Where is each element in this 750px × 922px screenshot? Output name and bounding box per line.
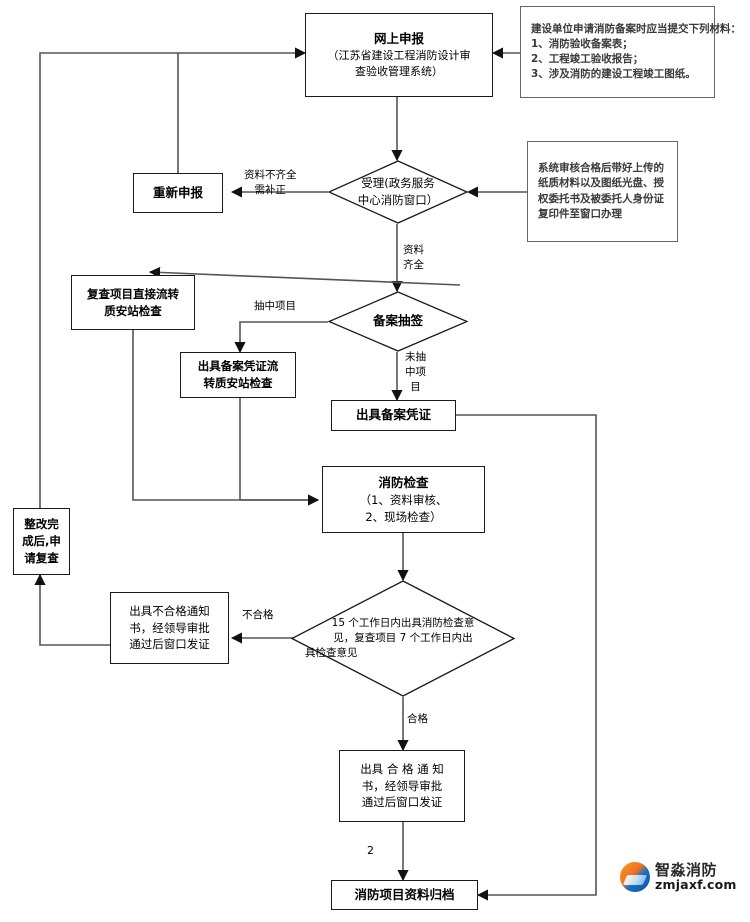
node-inspection-deadline-decision[interactable]: 15 个工作日内出具消防检查意 见，复查项目 7 个工作日内出 具检查意见 bbox=[291, 580, 515, 697]
step-number-two: 2 bbox=[367, 844, 374, 857]
node-issue-record-certificate[interactable]: 出具备案凭证 bbox=[331, 400, 456, 431]
fail-label: 不合格 bbox=[242, 609, 274, 621]
note-materials-line-0: 建设单位申请消防备案时应当提交下列材料： bbox=[531, 22, 741, 35]
deadline-line2: 见，复查项目 7 个工作日内出 bbox=[333, 631, 473, 644]
incomplete-line2: 需补正 bbox=[254, 184, 287, 197]
node-record-lottery[interactable]: 备案抽签 bbox=[328, 291, 468, 352]
issue-cert-transfer-line1: 出具备案凭证流 bbox=[197, 359, 279, 374]
pass-notice-line2: 书，经领导审批 bbox=[361, 778, 443, 793]
edge-label-step-number: 2 bbox=[367, 843, 374, 859]
node-recheck-direct-transfer[interactable]: 复查项目直接流转 质安站检查 bbox=[71, 275, 195, 330]
selected-label: 抽中项目 bbox=[254, 300, 296, 312]
edge-label-materials-complete: 资料 齐全 bbox=[403, 243, 424, 273]
lottery-label: 备案抽签 bbox=[372, 313, 423, 329]
node-online-application[interactable]: 网上申报 （江苏省建设工程消防设计审 查验收管理系统） bbox=[305, 13, 493, 97]
not-selected-line1: 未抽 bbox=[405, 351, 426, 363]
note-window-line-1: 纸质材料以及图纸光盘、授 bbox=[538, 177, 664, 190]
edge-label-fail: 不合格 bbox=[242, 608, 274, 623]
node-acceptance[interactable]: 受理(政务服务 中心消防窗口） bbox=[328, 160, 468, 224]
node-fail-notice[interactable]: 出具不合格通知 书，经领导审批 通过后窗口发证 bbox=[110, 592, 229, 664]
online-application-line2: （江苏省建设工程消防设计审 bbox=[327, 49, 471, 63]
lottery-diamond-shape bbox=[328, 291, 468, 352]
not-selected-line3: 目 bbox=[410, 381, 421, 394]
pass-label: 合格 bbox=[407, 713, 428, 725]
node-fire-inspection[interactable]: 消防检查 （1、资料审核、 2、现场检查） bbox=[322, 466, 485, 533]
recheck-direct-line2: 质安站检查 bbox=[104, 303, 162, 318]
rectify-line2: 成后,申 bbox=[22, 534, 61, 549]
rectify-line3: 请复查 bbox=[24, 550, 59, 565]
zm-circle-logo-icon bbox=[620, 862, 650, 892]
node-pass-notice[interactable]: 出具 合 格 通 知 书，经领导审批 通过后窗口发证 bbox=[339, 750, 465, 822]
complete-line1: 资料 bbox=[403, 244, 424, 256]
online-application-title: 网上申报 bbox=[373, 31, 424, 46]
pass-notice-line1: 出具 合 格 通 知 bbox=[360, 761, 444, 776]
watermark-domain: zmjaxf.com bbox=[655, 877, 737, 893]
issue-record-certificate-label: 出具备案凭证 bbox=[355, 407, 431, 423]
node-reapply[interactable]: 重新申报 bbox=[133, 173, 223, 213]
incomplete-line1: 资料不齐全 bbox=[244, 169, 297, 181]
deadline-line3: 具检查意见 bbox=[305, 647, 358, 660]
issue-cert-transfer-line2: 转质安站检查 bbox=[203, 376, 273, 390]
edge-label-materials-incomplete: 资料不齐全 需补正 bbox=[244, 168, 297, 198]
fire-inspection-line3: 2、现场检查） bbox=[365, 509, 442, 524]
acceptance-line1: 受理(政务服务 bbox=[361, 176, 435, 191]
edge-label-pass: 合格 bbox=[407, 712, 428, 727]
fire-inspection-line2: （1、资料审核、 bbox=[359, 492, 448, 507]
deadline-line1: 15 个工作日内出具消防检查意 bbox=[331, 616, 475, 629]
reapply-label: 重新申报 bbox=[152, 184, 203, 200]
online-application-line3: 查验收管理系统） bbox=[355, 65, 443, 79]
note-window-handling: 系统审核合格后带好上传的 纸质材料以及图纸光盘、授 权委托书及被委托人身份证 复… bbox=[527, 141, 678, 242]
note-window-line-3: 复印件至窗口办理 bbox=[538, 207, 622, 220]
pass-notice-line3: 通过后窗口发证 bbox=[361, 795, 443, 810]
node-issue-cert-transfer[interactable]: 出具备案凭证流 转质安站检查 bbox=[180, 352, 296, 398]
fail-notice-line2: 书，经领导审批 bbox=[129, 620, 210, 635]
acceptance-line2: 中心消防窗口） bbox=[357, 193, 439, 207]
note-materials-line-1: 1、消防验收备案表； bbox=[531, 37, 633, 50]
note-window-line-2: 权委托书及被委托人身份证 bbox=[538, 192, 664, 205]
note-materials-line-2: 2、工程竣工验收报告； bbox=[531, 53, 644, 65]
edge-label-selected-project: 抽中项目 bbox=[254, 299, 296, 314]
fire-inspection-title: 消防检查 bbox=[378, 474, 429, 490]
note-materials-line-3: 3、涉及消防的建设工程竣工图纸。 bbox=[531, 68, 696, 81]
watermark-company-name: 智淼消防 bbox=[655, 860, 718, 879]
note-window-line-0: 系统审核合格后带好上传的 bbox=[538, 162, 664, 175]
complete-line2: 齐全 bbox=[403, 259, 424, 272]
not-selected-line2: 中项 bbox=[405, 366, 426, 379]
note-required-materials: 建设单位申请消防备案时应当提交下列材料： 1、消防验收备案表； 2、工程竣工验收… bbox=[520, 6, 741, 98]
deadline-diamond-shape bbox=[291, 580, 515, 697]
node-archive-project-files[interactable]: 消防项目资料归档 bbox=[331, 880, 478, 910]
site-watermark: 智淼消防 zmjaxf.com bbox=[620, 862, 737, 892]
recheck-direct-line1: 复查项目直接流转 bbox=[87, 286, 179, 301]
node-rectify-then-recheck[interactable]: 整改完 成后,申 请复查 bbox=[13, 508, 70, 575]
archive-label: 消防项目资料归档 bbox=[354, 886, 455, 902]
fail-notice-line1: 出具不合格通知 bbox=[129, 603, 210, 618]
acceptance-diamond-shape bbox=[328, 160, 468, 224]
edge-label-not-selected-project: 未抽 中项 目 bbox=[405, 350, 426, 396]
rectify-line1: 整改完 bbox=[24, 517, 59, 532]
fail-notice-line3: 通过后窗口发证 bbox=[129, 637, 210, 652]
